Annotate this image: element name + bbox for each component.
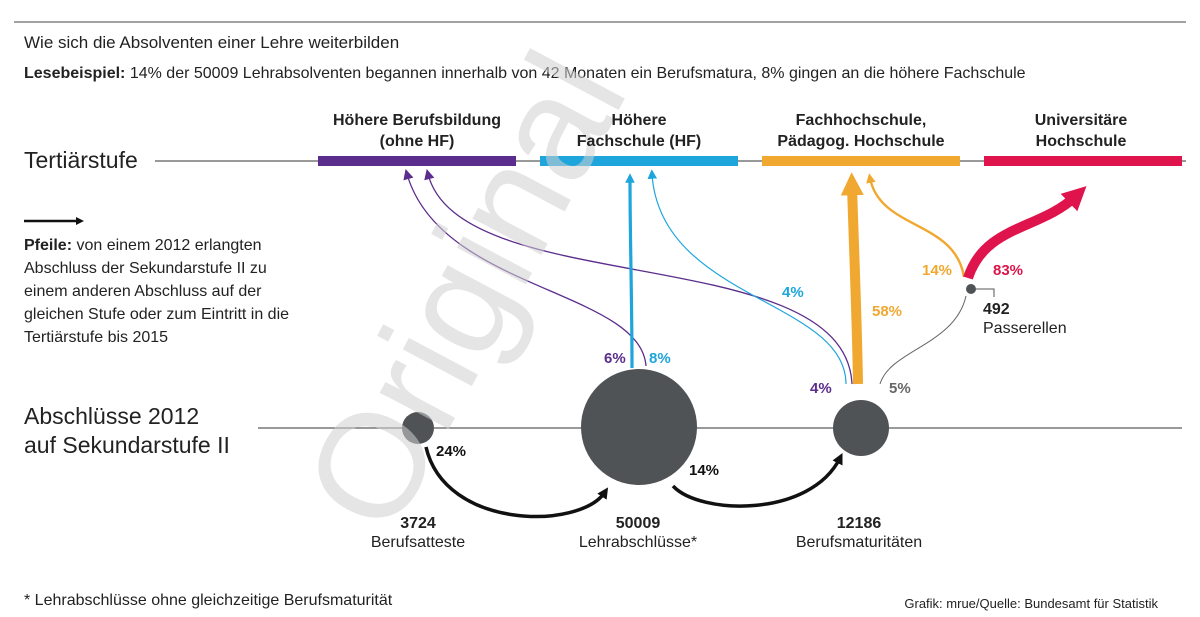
category-label-hf-line1: Höhere: [611, 112, 667, 129]
flow-bm-to-fh: [840, 172, 864, 385]
level-tertiary: Tertiärstufe: [24, 147, 138, 173]
category-label-uni: Universitäre Hochschule: [961, 110, 1200, 152]
flow-pass-to-fh: [866, 173, 966, 278]
footnote: * Lehrabschlüsse ohne gleichzeitige Beru…: [24, 592, 393, 609]
node-label-lehrabschluesse: 50009 Lehrabschlüsse*: [528, 514, 748, 552]
source-credit: Grafik: mrue/Quelle: Bundesamt für Stati…: [904, 596, 1158, 611]
flow-lehre-to-bm: [671, 452, 843, 508]
pct-bm-to-fh: 58%: [872, 303, 903, 320]
node-name-berufsatteste: Berufsatteste: [370, 534, 466, 551]
category-label-uni-line1: Universitäre: [1034, 112, 1128, 129]
category-bar-hf: [540, 156, 738, 166]
pct-bm-to-hbb: 4%: [810, 380, 832, 397]
passerellen-leader: [976, 288, 995, 297]
flow-bm-to-hbb: [424, 168, 853, 385]
node-label-berufsatteste: 3724 Berufsatteste: [308, 514, 528, 552]
category-label-hbb-line1: Höhere Berufsbildung: [332, 112, 501, 129]
pct-pass-to-uni: 83%: [993, 262, 1024, 279]
flow-bm-to-hf: [647, 169, 847, 385]
node-name-berufsmaturitaeten: Berufsmaturitäten: [795, 534, 923, 551]
node-value-berufsatteste: 3724: [400, 515, 436, 532]
chart-title: Wie sich die Absolventen einer Lehre wei…: [24, 33, 400, 52]
reading-example: Lesebeispiel: 14% der 50009 Lehrabsolven…: [24, 65, 1026, 83]
pct-bm-to-pass: 5%: [889, 380, 911, 397]
flow-attest-to-lehre: [424, 446, 609, 519]
reading-example-text: 14% der 50009 Lehrabsolventen begannen i…: [125, 65, 1026, 82]
pct-pass-to-fh: 14%: [922, 262, 953, 279]
category-label-uni-line2: Hochschule: [1035, 133, 1127, 150]
node-value-lehrabschluesse: 50009: [615, 515, 661, 532]
level-secondary-line1: Abschlüsse 2012: [24, 403, 200, 429]
pct-lehre-to-bm: 14%: [689, 462, 720, 479]
node-lehrabschluesse: [581, 369, 697, 485]
level-secondary-line2: auf Sekundarstufe II: [24, 432, 230, 458]
pct-bm-to-hf: 4%: [782, 284, 804, 301]
legend-text: Pfeile: von einem 2012 erlangten Abschlu…: [24, 234, 314, 349]
flow-lehre-to-hbb: [403, 169, 647, 367]
category-label-hbb: Höhere Berufsbildung (ohne HF): [297, 110, 537, 152]
node-passerellen: [966, 284, 976, 294]
node-value-passerellen: 492: [983, 301, 1010, 318]
node-berufsatteste: [402, 412, 434, 444]
pct-lehre-to-hbb: 6%: [604, 350, 626, 367]
category-label-fh: Fachhochschule, Pädagog. Hochschule: [741, 110, 981, 152]
category-label-hbb-line2: (ohne HF): [379, 133, 455, 150]
level-secondary: Abschlüsse 2012 auf Sekundarstufe II: [24, 402, 230, 460]
legend-description: von einem 2012 erlangten Abschluss der S…: [24, 237, 290, 346]
category-bar-fh: [762, 156, 960, 166]
category-label-hf-line2: Fachschule (HF): [576, 133, 702, 150]
node-name-lehrabschluesse: Lehrabschlüsse*: [578, 534, 698, 551]
node-label-passerellen: 492 Passerellen: [983, 300, 1067, 338]
category-label-fh-line2: Pädagog. Hochschule: [777, 133, 945, 150]
flow-lehre-to-hf: [625, 173, 635, 369]
category-label-hf: Höhere Fachschule (HF): [519, 110, 759, 152]
pct-attest-to-lehre: 24%: [436, 443, 467, 460]
node-label-berufsmaturitaeten: 12186 Berufsmaturitäten: [749, 514, 969, 552]
node-name-passerellen: Passerellen: [983, 320, 1067, 337]
category-label-fh-line1: Fachhochschule,: [795, 112, 927, 129]
flow-bm-to-pass: [879, 295, 967, 385]
reading-example-label: Lesebeispiel:: [24, 65, 126, 82]
watermark: Original: [273, 27, 658, 555]
category-bar-hbb: [318, 156, 516, 166]
node-value-berufsmaturitaeten: 12186: [836, 515, 882, 532]
node-berufsmaturitaeten: [833, 400, 889, 456]
category-bar-uni: [984, 156, 1182, 166]
legend-label: Pfeile:: [24, 237, 73, 254]
pct-lehre-to-hf: 8%: [649, 350, 671, 367]
flow-pass-to-uni: [963, 186, 1087, 280]
